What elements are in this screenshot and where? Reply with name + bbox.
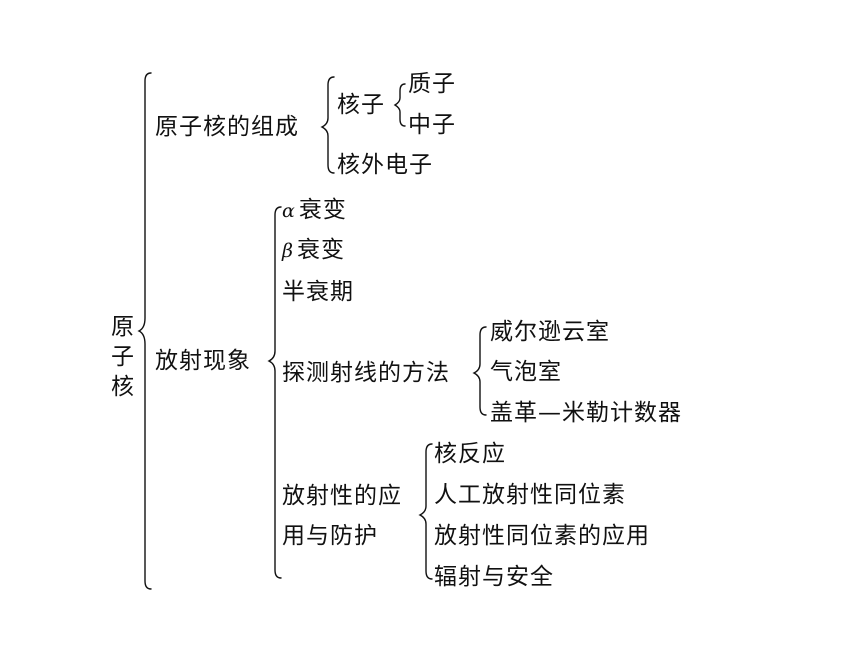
application-item-artificial-isotope: 人工放射性同位素 xyxy=(434,482,626,508)
application-item-nuclear-reaction: 核反应 xyxy=(434,441,506,467)
alpha-decay-text: 衰变 xyxy=(298,197,347,223)
brace-radiation xyxy=(267,206,282,579)
brace-application xyxy=(418,443,433,580)
brace-root xyxy=(137,72,152,590)
half-life-label: 半衰期 xyxy=(282,279,354,305)
application-label-line1: 放射性的应 xyxy=(282,483,402,509)
application-item-isotope-use: 放射性同位素的应用 xyxy=(434,523,650,549)
electron-label: 核外电子 xyxy=(337,152,433,178)
brace-composition xyxy=(320,76,335,174)
application-label-line2: 用与防护 xyxy=(282,523,378,549)
proton-label: 质子 xyxy=(408,71,456,97)
alpha-symbol: α xyxy=(282,200,296,222)
detection-label: 探测射线的方法 xyxy=(282,360,450,386)
beta-symbol: β xyxy=(282,240,294,262)
application-item-radiation-safety: 辐射与安全 xyxy=(434,564,554,590)
composition-label: 原子核的组成 xyxy=(155,114,299,140)
radiation-label: 放射现象 xyxy=(155,348,251,374)
brace-nucleon xyxy=(393,83,406,127)
beta-decay-text: 衰变 xyxy=(296,237,345,263)
brace-detection xyxy=(472,326,487,416)
root-label: 原子核 xyxy=(111,314,135,400)
detection-item-geiger-counter: 盖革—米勒计数器 xyxy=(490,400,682,426)
detection-item-bubble-chamber: 气泡室 xyxy=(490,359,562,385)
detection-item-cloud-chamber: 威尔逊云室 xyxy=(490,319,610,345)
nucleon-label: 核子 xyxy=(337,92,385,118)
neutron-label: 中子 xyxy=(408,112,456,138)
